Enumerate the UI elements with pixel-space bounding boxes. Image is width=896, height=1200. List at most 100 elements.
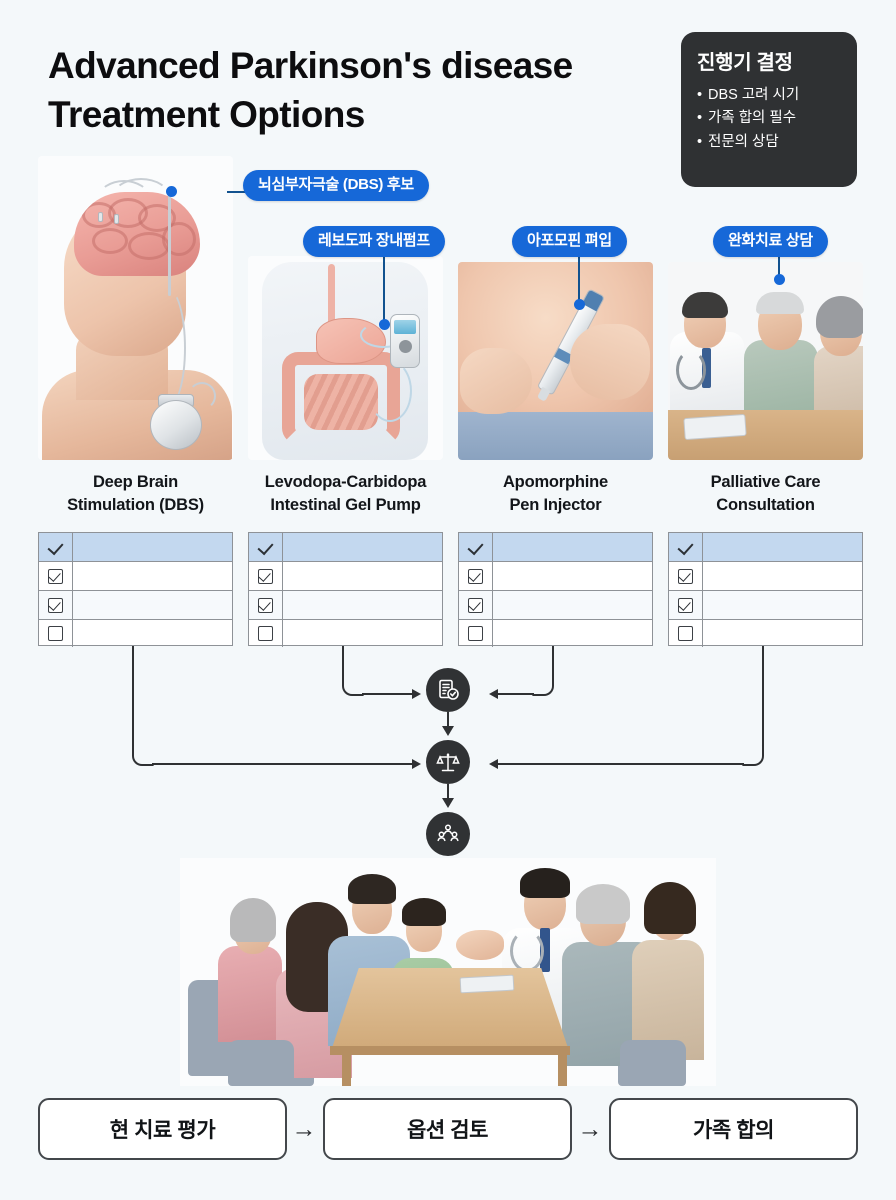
people-group-icon [437, 824, 459, 842]
checklist-dbs[interactable] [38, 532, 233, 647]
dbs-lead-wire [168, 192, 171, 296]
checklist-row[interactable] [459, 620, 652, 647]
meeting-table-edge [330, 1046, 570, 1055]
doctor-hair [682, 292, 728, 318]
checkbox-unchecked[interactable] [678, 626, 693, 641]
checkbox-checked[interactable] [258, 597, 273, 613]
flow-node-weighing-options[interactable] [426, 740, 470, 784]
connector-col1-corner [132, 744, 154, 766]
checklist-row[interactable] [249, 562, 442, 591]
leader-line-2 [383, 256, 386, 324]
arrow-into-clipboard-left [412, 689, 421, 699]
checklist-row-label [703, 620, 862, 647]
checklist-row-label [283, 620, 442, 647]
checklist-row-label [703, 562, 862, 590]
connector-col4-left [498, 763, 744, 766]
checklist-row[interactable] [459, 591, 652, 620]
checklist-header-row [39, 533, 232, 562]
caption-gel-pump-line-1: Levodopa-Carbidopa [264, 473, 427, 491]
option-image-gel-pump [248, 256, 443, 460]
checkbox-checked[interactable] [468, 597, 483, 613]
checkbox-unchecked[interactable] [258, 626, 273, 641]
checklist-row[interactable] [39, 591, 232, 620]
checkbox-checked[interactable] [48, 568, 63, 584]
checklist-row-label [283, 591, 442, 619]
step-box-current-therapy[interactable]: 현 치료 평가 [38, 1098, 287, 1160]
step-box-review-options[interactable]: 옵션 검토 [323, 1098, 572, 1160]
checkbox-checked[interactable] [48, 597, 63, 613]
stethoscope-icon [676, 350, 706, 390]
feeding-tube [360, 322, 408, 348]
checklist-row-label [283, 562, 442, 590]
small-intestine-shape [304, 374, 378, 430]
checklist-palliative[interactable] [668, 532, 863, 647]
connector-col4-corner [742, 744, 764, 766]
checklist-row[interactable] [669, 591, 862, 620]
caption-palliative-line-1: Palliative Care [710, 473, 821, 491]
checklist-row[interactable] [249, 591, 442, 620]
pump-outlet-tube [368, 360, 412, 422]
page-title: Advanced Parkinson's disease Treatment O… [48, 42, 668, 140]
flow-node-assessment[interactable] [426, 668, 470, 712]
doctor-necktie [540, 928, 550, 972]
checklist-row[interactable] [39, 620, 232, 647]
connector-col2-right [362, 693, 414, 696]
leader-line-3 [578, 256, 581, 304]
checkbox-checked[interactable] [678, 568, 693, 584]
check-icon [678, 540, 694, 554]
checklist-header-row [459, 533, 652, 562]
dbs-electrode-2 [114, 214, 119, 224]
flow-node-family-consensus[interactable] [426, 812, 470, 856]
checkbox-checked[interactable] [468, 568, 483, 584]
check-icon [468, 540, 484, 554]
meeting-table [330, 968, 570, 1054]
balance-scale-icon [436, 753, 460, 772]
check-icon [258, 540, 274, 554]
step-arrow-2: → [577, 1114, 603, 1143]
checklist-gel-pump[interactable] [248, 532, 443, 647]
clipboard-check-icon [439, 679, 459, 700]
doctor-gesturing-hand [456, 930, 504, 960]
dbs-lead-wire-lower [150, 288, 186, 408]
key-box-item-2-label: 가족 합의 필수 [708, 110, 797, 127]
arrow-scale-to-people [442, 798, 454, 808]
person-father-hair [348, 874, 396, 904]
checklist-row[interactable] [459, 562, 652, 591]
checklist-row-label [73, 620, 232, 647]
caption-dbs-line-2: Stimulation (DBS) [67, 495, 204, 514]
checkbox-unchecked[interactable] [48, 626, 63, 641]
caption-dbs-line-1: Deep Brain [92, 473, 179, 491]
caption-gel-pump-line-2: Intestinal Gel Pump [270, 495, 421, 514]
checklist-row-label [73, 562, 232, 590]
checklist-header-cell [669, 533, 703, 561]
leader-dot-1 [166, 186, 177, 197]
doctor-tie [702, 348, 711, 388]
checklist-row[interactable] [39, 562, 232, 591]
checklist-row[interactable] [669, 562, 862, 591]
checklist-row[interactable] [249, 620, 442, 647]
pump-control-pad [399, 340, 412, 353]
checklist-header-cell [459, 533, 493, 561]
table-leg [342, 1054, 351, 1086]
arrow-into-scale-right [489, 759, 498, 769]
checklist-header-label [283, 533, 442, 561]
key-box-item-3: •전문의 상담 [697, 131, 841, 154]
caption-pen-injector: Apomorphine Pen Injector [448, 471, 663, 517]
step-box-family-consensus[interactable]: 가족 합의 [609, 1098, 858, 1160]
checklist-row[interactable] [669, 620, 862, 647]
left-hand [460, 348, 532, 414]
checkbox-unchecked[interactable] [468, 626, 483, 641]
decision-key-box: 진행기 결정 •DBS 고려 시기 •가족 합의 필수 •전문의 상담 [681, 32, 857, 187]
checkbox-checked[interactable] [258, 568, 273, 584]
checkbox-checked[interactable] [678, 597, 693, 613]
badge-levodopa-pump: 레보도파 장내펌프 [303, 226, 445, 257]
checklist-pen-injector[interactable] [458, 532, 653, 647]
badge-palliative-consult: 완화치료 상담 [713, 226, 828, 257]
person-grandmother-hair [230, 898, 276, 942]
step-arrow-1: → [291, 1114, 317, 1143]
elderly-man-body [744, 340, 818, 416]
key-box-item-2: •가족 합의 필수 [697, 107, 841, 130]
checklist-header-label [493, 533, 652, 561]
checklist-row-label [493, 620, 652, 647]
